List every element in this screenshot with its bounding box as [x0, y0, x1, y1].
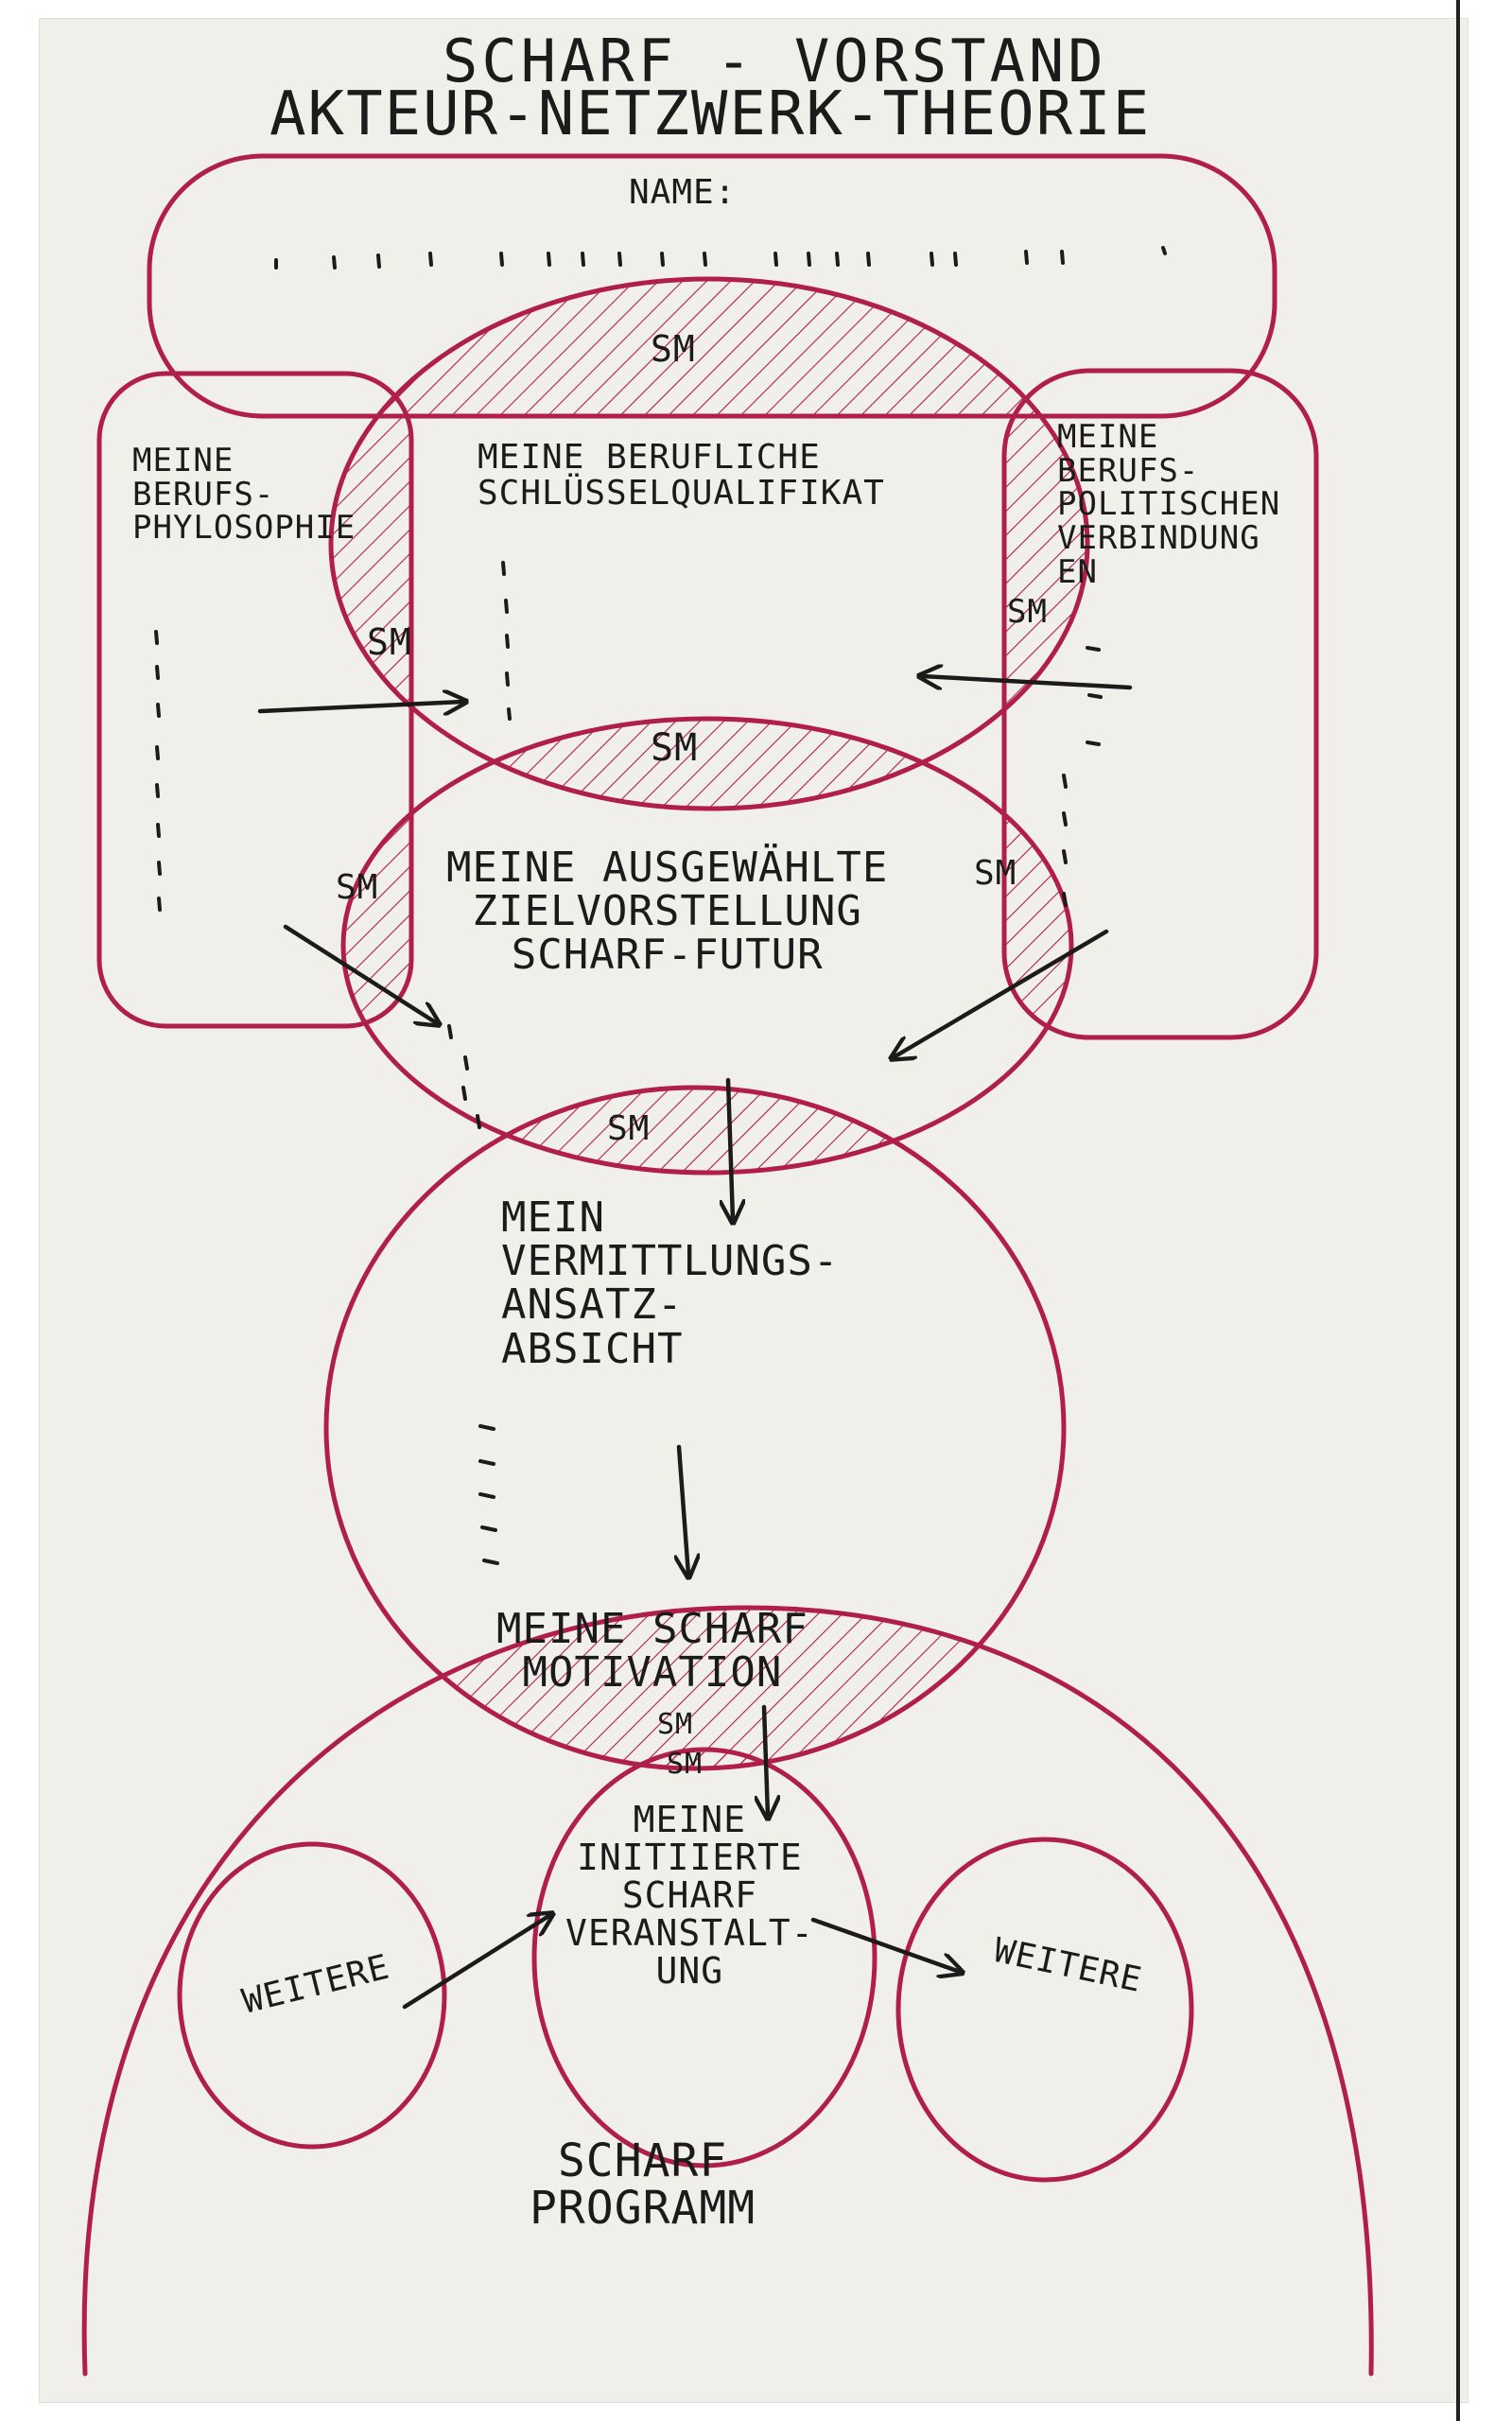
sm-label-top: SM — [651, 328, 696, 370]
arrow-philosophy-to-qualification — [257, 702, 463, 711]
philosophy-label: MEINE BERUFS- PHYLOSOPHIE — [132, 442, 356, 548]
mediation-label: MEIN VERMITTLUNGS- ANSATZ- ABSICHT — [501, 1193, 840, 1373]
arrow-political-to-goal — [894, 929, 1109, 1057]
sm-label-motivation-1: SM — [657, 1708, 694, 1741]
hatch-top-name-overlap — [331, 279, 1087, 416]
arrow-goal-to-mediation — [728, 1077, 733, 1220]
philosophy-dots — [154, 630, 162, 912]
arrow-event-to-further-right — [810, 1917, 960, 1972]
mediation-dots — [478, 1424, 499, 1565]
further-right-circle — [895, 1837, 1194, 2183]
arrow-political-to-qualification — [922, 676, 1133, 688]
goal-dots — [447, 1024, 481, 1129]
name-label: NAME: — [629, 173, 737, 212]
arrow-motivation-to-event — [764, 1704, 768, 1816]
sm-label-motivation-2: SM — [667, 1748, 704, 1781]
arrow-philosophy-to-goal — [283, 924, 437, 1023]
program-label: SCHARF PROGRAMM — [530, 2134, 756, 2236]
qualification-dots — [501, 561, 512, 721]
sm-label-left-goal: SM — [336, 868, 379, 907]
sm-label-goal-mediation: SM — [607, 1109, 651, 1148]
sm-label-right-goal: SM — [974, 854, 1017, 893]
further-left-circle — [177, 1841, 447, 2150]
name-box — [147, 153, 1277, 419]
goal-circle — [340, 716, 1074, 1176]
sm-label-right-top: SM — [1007, 593, 1048, 631]
event-label: MEINE INITIIERTE SCHARF VERANSTALT- UNG — [565, 1799, 814, 1992]
sm-label-middle: SM — [651, 726, 699, 770]
motivation-label: MEINE SCHARF MOTIVATION — [496, 1605, 808, 1698]
qualification-label: MEINE BERUFLICHE SCHLÜSSELQUALIFIKAT — [478, 438, 885, 513]
sm-label-left-top: SM — [367, 621, 412, 663]
political-dots — [1062, 646, 1103, 907]
program-arc — [81, 1605, 1374, 2377]
event-circle — [531, 1747, 878, 2168]
political-box — [1001, 368, 1319, 1040]
title-line-2: AKTEUR-NETZWERK-THEORIE — [269, 79, 1152, 149]
arrow-mediation-to-motivation — [679, 1444, 688, 1575]
arrow-further-left-to-event — [402, 1915, 550, 2010]
mediation-circle — [323, 1085, 1067, 1771]
qualification-circle — [328, 276, 1090, 811]
philosophy-box — [96, 371, 414, 1029]
title-line-1: SCHARF - VORSTAND — [443, 26, 1107, 96]
political-label: MEINE BERUFS- POLITISCHEN VERBINDUNG EN — [1057, 418, 1281, 591]
goal-label: MEINE AUSGEWÄHLTE ZIELVORSTELLUNG SCHARF… — [446, 844, 889, 980]
name-dots — [274, 246, 1167, 270]
paper-edge — [1456, 0, 1460, 2421]
